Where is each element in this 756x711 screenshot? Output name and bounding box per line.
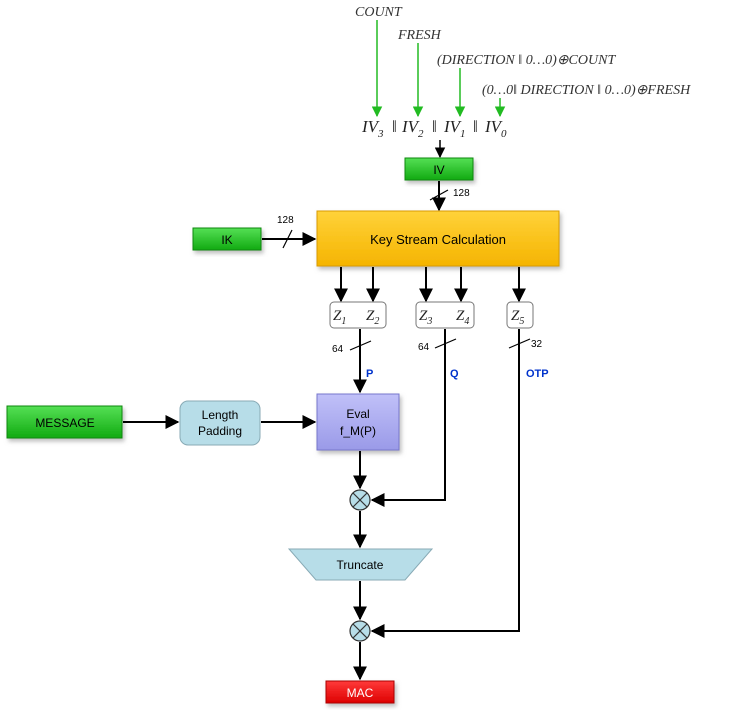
iv0-expression: (0…0‖ DIRECTION ‖ 0…0)⊕FRESH	[482, 83, 691, 98]
ik-width-tick	[282, 229, 293, 249]
z4-label: Z4	[456, 308, 469, 327]
svg-text:IV1: IV1	[443, 117, 466, 140]
ik-block-label: IK	[221, 233, 232, 247]
iv-block	[404, 157, 474, 181]
fresh-label: FRESH	[397, 28, 442, 43]
message-block	[6, 405, 123, 439]
multiply-xor-icon-1	[349, 489, 371, 511]
length-padding-label-2: Padding	[198, 424, 242, 438]
mac-block	[325, 680, 395, 704]
p-signal-label: P	[366, 368, 373, 380]
q-width-tick	[434, 338, 457, 349]
otp-width-tick	[508, 338, 531, 349]
q-width-label: 64	[418, 342, 430, 353]
svg-text:IV0: IV0	[484, 117, 507, 140]
keystream-label: Key Stream Calculation	[370, 232, 506, 247]
svg-text:‖: ‖	[432, 117, 437, 136]
q-signal-label: Q	[450, 368, 459, 380]
eval-label-2: f_M(P)	[340, 424, 376, 438]
otp-signal-label: OTP	[526, 368, 549, 380]
z12-box	[329, 301, 387, 329]
p-width-tick	[349, 340, 372, 351]
message-label: MESSAGE	[35, 416, 94, 430]
iv-block-label: IV	[433, 163, 444, 177]
z5-label: Z5	[511, 308, 524, 327]
multiply-xor-icon-2	[349, 620, 371, 642]
truncate-block	[287, 548, 434, 581]
length-padding-label-1: Length	[202, 408, 239, 422]
iv-width-tick	[429, 189, 449, 201]
ik-width-label: 128	[277, 215, 294, 226]
otp-width-label: 32	[531, 339, 543, 350]
ik-block	[192, 227, 262, 251]
count-label: COUNT	[355, 5, 403, 20]
iv-width-label: 128	[453, 188, 470, 199]
p-width-label: 64	[332, 344, 344, 355]
otp-line	[370, 329, 520, 638]
z2-label: Z2	[366, 308, 379, 327]
z3-label: Z3	[419, 308, 432, 327]
iv-concatenation: IV3 ‖ IV2 ‖ IV1 ‖ IV0	[361, 117, 507, 140]
z5-box	[506, 301, 534, 329]
mac-label: MAC	[347, 686, 374, 700]
length-padding-block	[179, 400, 261, 446]
eval-block	[316, 393, 400, 451]
truncate-label: Truncate	[337, 558, 384, 572]
svg-text:‖: ‖	[473, 117, 478, 136]
iv1-expression: (DIRECTION ‖ 0…0)⊕COUNT	[437, 53, 616, 68]
z1-label: Z1	[333, 308, 346, 327]
z34-box	[415, 301, 475, 329]
svg-text:IV2: IV2	[401, 117, 424, 140]
q-line	[370, 329, 446, 507]
svg-text:‖: ‖	[392, 117, 397, 136]
eval-label-1: Eval	[346, 407, 369, 421]
svg-text:IV3: IV3	[361, 117, 384, 140]
keystream-block	[316, 210, 560, 267]
